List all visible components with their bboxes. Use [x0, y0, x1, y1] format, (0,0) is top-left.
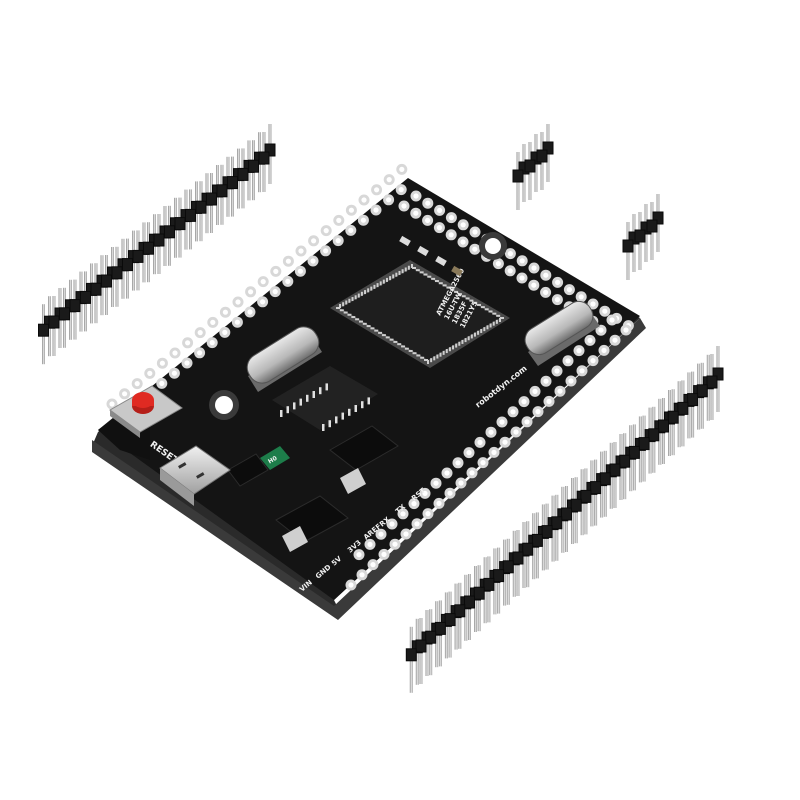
usb-serial-chip [272, 366, 378, 431]
diode [227, 453, 269, 487]
mcu-chip: ATMEGA2560 16U-TW 1835F 1821Y5 [330, 260, 510, 368]
green-smd-component: H0 [260, 446, 290, 470]
voltage-regulator-2 [275, 495, 349, 552]
long-pin-header-right [405, 346, 724, 693]
small-pin-header-top [512, 124, 554, 210]
voltage-regulator-1 [329, 425, 399, 494]
pcb-board: ATMEGA2560 16U-TW 1835F 1821Y5 [92, 163, 646, 620]
crystal-oscillator-right [524, 300, 600, 366]
status-leds [399, 235, 463, 277]
crystal-oscillator-left [246, 326, 322, 392]
reset-button[interactable] [109, 385, 183, 438]
long-pin-header-left [38, 124, 276, 365]
small-pin-header-right [622, 194, 664, 280]
green-component-label: H0 [267, 455, 278, 466]
mounting-hole-left [209, 390, 239, 420]
mounting-hole-top [479, 232, 507, 260]
micro-usb-port[interactable] [159, 445, 231, 506]
